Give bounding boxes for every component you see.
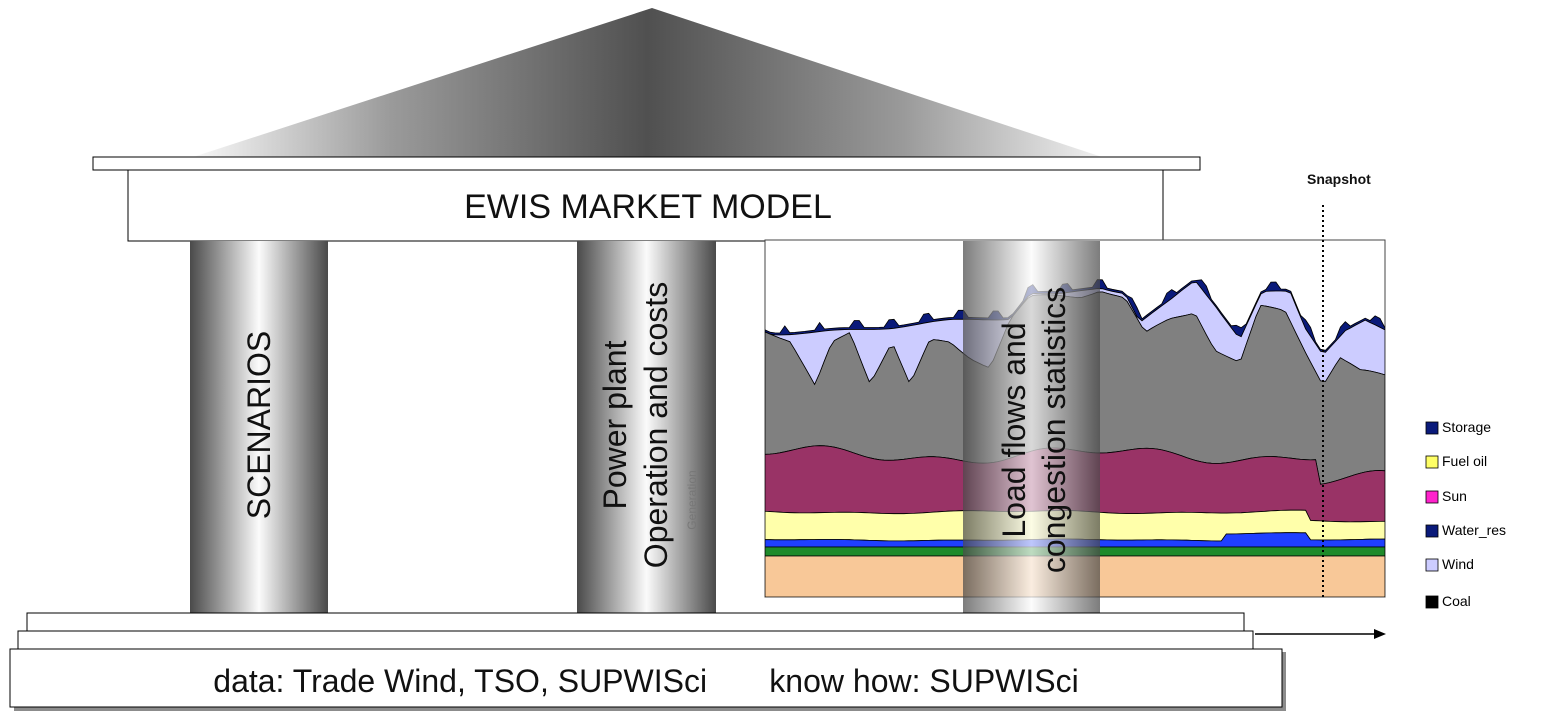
roof-ledge xyxy=(92,156,1201,171)
time-axis-arrowhead xyxy=(1374,629,1386,639)
legend-swatch xyxy=(1425,490,1439,504)
pillar-scenarios xyxy=(190,241,328,613)
legend-swatch xyxy=(1425,558,1439,572)
legend-swatch xyxy=(1425,595,1439,609)
model-title: EWIS MARKET MODEL xyxy=(464,188,832,226)
pillar-label-load-flows-2: congestion statistics xyxy=(1036,287,1072,573)
legend-swatch xyxy=(1425,455,1439,469)
base-text: data: Trade Wind, TSO, SUPWISci know how… xyxy=(213,663,1078,699)
legend-swatch xyxy=(1425,421,1439,435)
legend-label: Storage xyxy=(1442,419,1491,435)
pillar-power-plant xyxy=(577,241,716,613)
base-step-top xyxy=(26,612,1245,632)
base-plinth xyxy=(9,648,1283,708)
legend-label: Sun xyxy=(1442,488,1467,504)
pillar-label-power-plant-2: Operation and costs xyxy=(638,282,674,568)
legend-label: Coal xyxy=(1442,593,1471,609)
legend-label: Water_res xyxy=(1442,522,1506,538)
legend-swatch xyxy=(1425,524,1439,538)
snapshot-label: Snapshot xyxy=(1307,171,1371,187)
base-step-middle xyxy=(17,630,1254,650)
pillar-sublabel-generation: Generation xyxy=(685,470,699,529)
entablature xyxy=(127,169,1164,242)
temple-roof xyxy=(190,8,1105,158)
legend-label: Fuel oil xyxy=(1442,453,1487,469)
pillar-label-power-plant-1: Power plant xyxy=(597,340,633,509)
pillar-load-flows xyxy=(963,241,1100,613)
legend-label: Wind xyxy=(1442,556,1474,572)
pillar-label-scenarios: SCENARIOS xyxy=(241,331,277,519)
pillar-label-load-flows-1: Load flows and xyxy=(996,322,1032,537)
